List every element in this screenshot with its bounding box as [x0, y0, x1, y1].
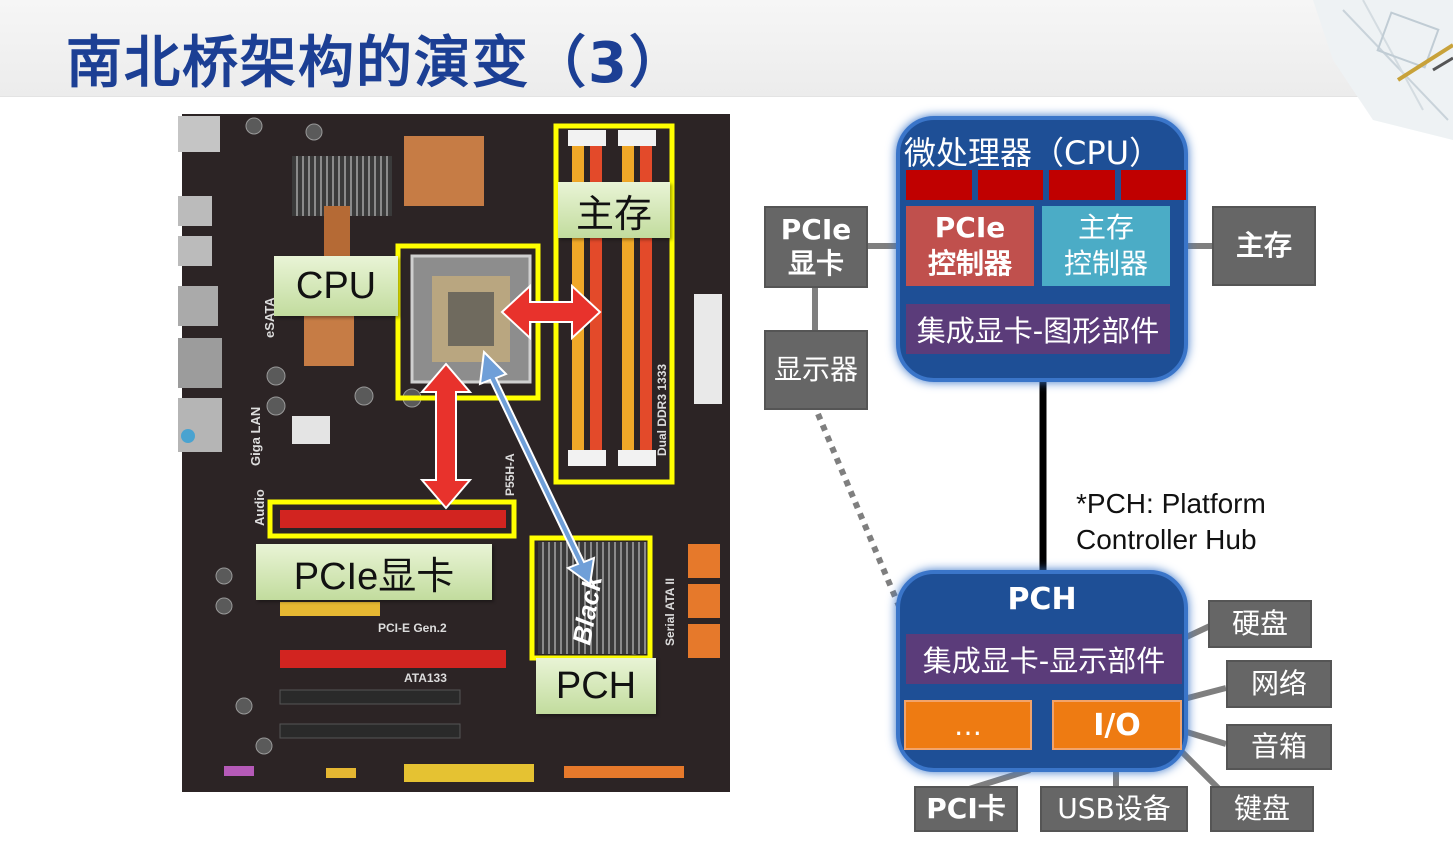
network-box: 网络 [1226, 660, 1332, 708]
cpu-pch-arrow [478, 349, 596, 586]
drafting-decoration-icon [1313, 0, 1453, 140]
cpu-igpu-block: 集成显卡-图形部件 [906, 304, 1170, 354]
usb-device-box: USB设备 [1040, 786, 1188, 832]
pcie-highlight [267, 499, 517, 539]
board-text-ddr3: Dual DDR3 1333 [655, 364, 669, 456]
speaker-box: 音箱 [1226, 724, 1332, 770]
pch-igpu-block: 集成显卡-显示部件 [906, 634, 1182, 684]
cpu-chip-title: 微处理器（CPU） [904, 134, 1162, 172]
keyboard-box: 键盘 [1210, 786, 1314, 832]
cpu-memory-arrow [500, 283, 602, 341]
pci-card-box: PCI卡 [914, 786, 1018, 832]
photo-label-cpu: CPU [274, 256, 398, 316]
board-text-audio: Audio [252, 489, 267, 526]
memory-controller-block: 主存 控制器 [1042, 206, 1170, 286]
pch-note: *PCH: Platform Controller Hub [1076, 488, 1266, 555]
pch-other-block: … [904, 700, 1032, 750]
board-text-ata133: ATA133 [404, 671, 447, 685]
board-text-esata: eSATA [262, 297, 277, 338]
pch-chip-title: PCH [1007, 582, 1077, 617]
pcie-card-box: PCIe 显卡 [764, 206, 868, 288]
board-text-giga-lan: Giga LAN [248, 407, 263, 466]
cpu-pcie-arrow [419, 362, 473, 510]
monitor-box: 显示器 [764, 330, 868, 410]
hdd-box: 硬盘 [1208, 600, 1312, 648]
board-text-model: P55H-A [503, 453, 517, 496]
main-memory-box: 主存 [1212, 206, 1316, 286]
cpu-cores-strip [906, 170, 1186, 200]
board-text-sata: Serial ATA II [663, 578, 677, 646]
board-text-pcie-gen2: PCI-E Gen.2 [378, 621, 447, 635]
title-bar [0, 0, 1453, 97]
motherboard-photo: eSATA Giga LAN Audio Dual DDR3 1333 Seri… [164, 106, 734, 796]
photo-label-memory: 主存 [558, 182, 670, 238]
pcie-controller-block: PCIe 控制器 [906, 206, 1034, 286]
pch-io-block: I/O [1052, 700, 1182, 750]
photo-label-pch: PCH [536, 658, 656, 714]
photo-label-pcie-card: PCIe显卡 [256, 544, 492, 600]
page-title: 南北桥架构的演变（3） [66, 31, 687, 96]
